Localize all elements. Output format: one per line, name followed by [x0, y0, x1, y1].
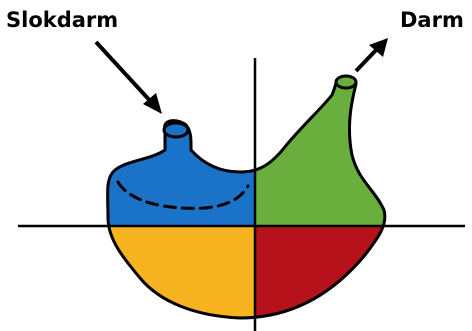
- darm-arrow-line: [356, 48, 378, 71]
- duodenum-opening: [336, 76, 356, 88]
- esophagus-opening: [164, 123, 188, 137]
- slokdarm-arrow-line: [96, 42, 153, 104]
